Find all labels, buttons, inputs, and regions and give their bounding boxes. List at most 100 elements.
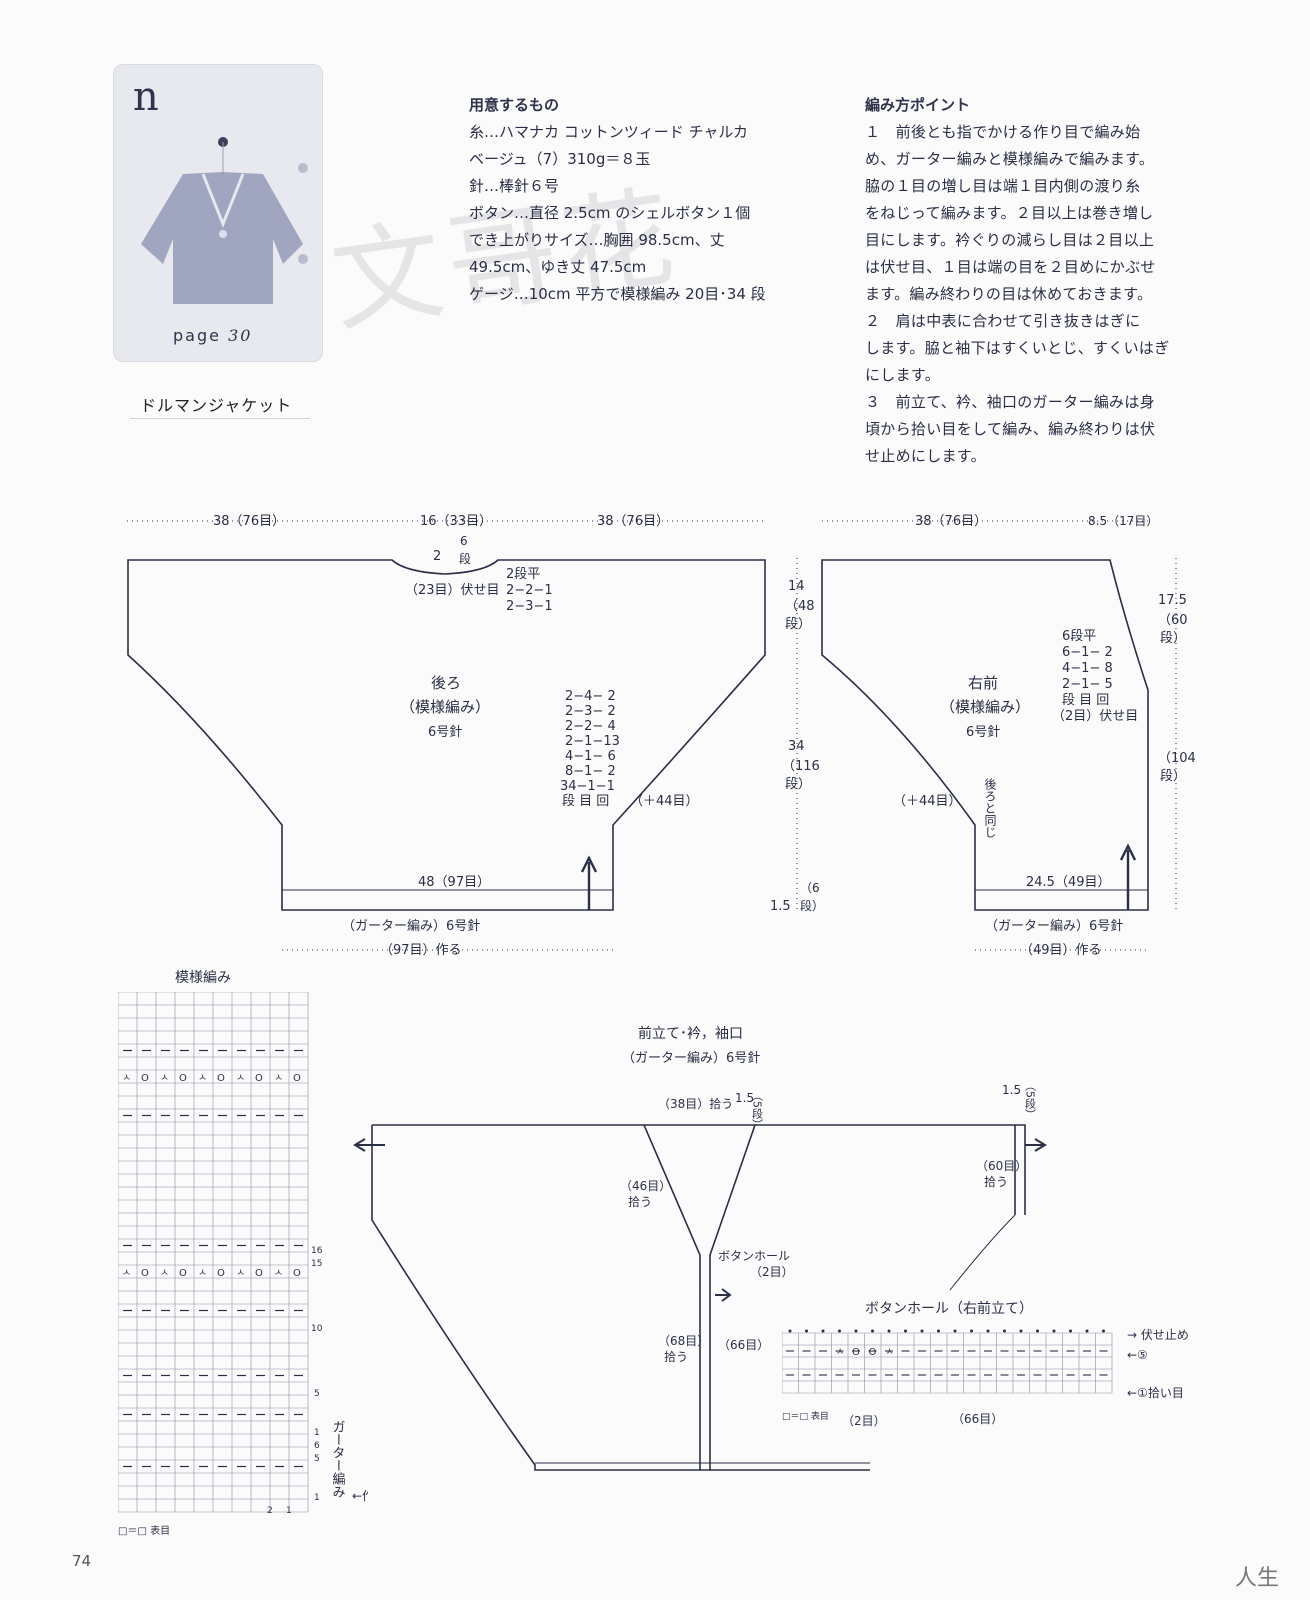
card-page-ref: page 30 xyxy=(173,326,252,345)
chart-lace-mark: ㅅ xyxy=(274,1073,283,1084)
chart-lace-mark: ㅅ xyxy=(236,1268,245,1279)
front-dim-right: 8.5（17目） xyxy=(1088,514,1158,528)
bh-bind-off-dot xyxy=(904,1329,907,1333)
sleeve-rows-b: （5段） xyxy=(1024,1080,1037,1120)
photo-caption: ドルマンジャケット xyxy=(140,396,293,415)
points-line: をねじって編みます。２目以上は巻き増し xyxy=(865,204,1154,222)
front-pick-a: （68目） xyxy=(658,1334,709,1348)
bh-hole-mark: ㅅ xyxy=(885,1347,894,1358)
buttonhole-grid xyxy=(782,1332,1113,1394)
chart-row-5: 5 xyxy=(314,1389,320,1399)
front-side-b: （60 xyxy=(1158,613,1188,628)
chart-row-g6: 6 xyxy=(314,1441,320,1451)
bh-hole-mark: O xyxy=(869,1347,877,1358)
bh-row5: ←⑤ xyxy=(1127,1348,1148,1362)
chart-grid xyxy=(118,992,309,1513)
bh-bind-off-dot xyxy=(788,1329,792,1333)
points-line: ます。編み終わりの目は休めておきます。 xyxy=(865,285,1153,303)
mid-mid-a: 34 xyxy=(788,739,805,754)
mid-bot-a: 1.5 xyxy=(770,899,791,914)
chart-lace-mark: ㅅ xyxy=(236,1073,245,1084)
bh-left: （2目） xyxy=(842,1414,886,1428)
chart-lace-mark: O xyxy=(217,1268,225,1279)
chart-lace-mark: O xyxy=(255,1073,263,1084)
chart-lace-mark: O xyxy=(217,1073,225,1084)
chart-row-10: 10 xyxy=(311,1324,323,1334)
chart-row-16: 16 xyxy=(311,1246,323,1256)
bh-bind-off-dot xyxy=(871,1329,874,1333)
points-line: せ止めにします。 xyxy=(865,447,986,465)
materials-line: ボタン…直径 2.5cm のシェルボタン１個 xyxy=(469,204,751,222)
card-letter: n xyxy=(133,74,159,120)
bh-bind-off: → 伏せ止め xyxy=(1127,1328,1189,1342)
chart-lace-mark: O xyxy=(141,1268,149,1279)
points-line: にします。 xyxy=(865,366,941,384)
mid-mid-c: 段） xyxy=(785,777,811,792)
bh-bind-off-dot xyxy=(1052,1329,1056,1333)
chart-lace-mark: ㅅ xyxy=(122,1268,131,1279)
chart-title: 模様編み xyxy=(175,970,231,986)
front-neck-dec-0: 6段平 xyxy=(1062,629,1096,644)
chart-cast-label: ←作り目 xyxy=(352,1489,368,1503)
bh-bind-off-dot xyxy=(838,1329,841,1333)
front-same-back: 後ろと同じ xyxy=(983,778,997,838)
chart-lace-mark: O xyxy=(141,1073,149,1084)
bh-bind-off-dot xyxy=(821,1329,825,1333)
bh-bind-off-dot xyxy=(970,1329,973,1333)
caption-underline xyxy=(130,418,310,419)
points-line: 脇の１目の増し目は端１目内側の渡り糸 xyxy=(865,177,1141,195)
sleeve-rows-a: 1.5 xyxy=(1002,1083,1021,1097)
bh-bind-off-dot xyxy=(953,1329,957,1333)
collar-rows-a: 1.5 xyxy=(735,1091,754,1105)
bh-right: （66目） xyxy=(952,1412,1003,1426)
chart-lace-mark: ㅅ xyxy=(198,1073,207,1084)
front-neck-dec-1: 6−1− 2 xyxy=(1062,645,1113,660)
points-line: め、ガーター編みと模様編みで編みます。 xyxy=(865,150,1155,168)
page-number: 74 xyxy=(72,1552,92,1570)
bh-hole-mark: ㅅ xyxy=(836,1347,845,1358)
points-line: 頃から拾い目をして編み、編み終わりは伏 xyxy=(865,420,1156,438)
mid-bot-c: 段） xyxy=(800,898,824,913)
bh-bind-off-dot xyxy=(1036,1329,1039,1333)
sleeve-pick-b: 拾う xyxy=(984,1174,1008,1189)
back-inc-0: 2−4− 2 xyxy=(565,689,616,704)
neck-rows-unit: 段 xyxy=(459,551,471,566)
front-neck-dec-4: 段 目 回 xyxy=(1062,693,1109,708)
assembly-subtitle: （ガーター編み）6号針 xyxy=(622,1050,760,1066)
buttonhole-count: （2目） xyxy=(750,1265,794,1279)
chart-col-2: 2 xyxy=(267,1506,273,1516)
points-line: ３ 前立て、衿、袖口のガーター編みは身 xyxy=(865,393,1155,411)
bh-bind-off-dot xyxy=(854,1329,858,1333)
chart-lace-mark: O xyxy=(255,1268,263,1279)
bh-bind-off-dot xyxy=(1019,1329,1023,1333)
points-line: します。脇と袖下はすくいとじ、すくいはぎ xyxy=(865,339,1170,357)
front-pattern: （模様編み） xyxy=(940,698,1030,716)
chart-lace-mark: O xyxy=(293,1268,301,1279)
materials-line: でき上がりサイズ…胸囲 98.5cm、丈 xyxy=(469,231,725,249)
points-line: １ 前後とも指でかける作り目で編み始 xyxy=(865,123,1141,141)
neck-pick-b: 拾う xyxy=(628,1194,652,1209)
chart-lace-mark: ㅅ xyxy=(160,1268,169,1279)
jacket-photo-icon xyxy=(141,137,308,304)
front-cast: （49目）作る xyxy=(1020,943,1102,958)
neck-rows: 2 xyxy=(433,549,441,564)
back-title: 後ろ xyxy=(431,674,461,692)
neck-rows-num: 6 xyxy=(460,534,468,548)
back-garter: （ガーター編み）6号針 xyxy=(342,918,480,934)
corner-watermark: 人生 xyxy=(1235,1566,1280,1591)
mid-top-b: （48 xyxy=(785,599,815,614)
assembly-title: 前立て･衿，袖口 xyxy=(638,1025,743,1042)
chart-lace-mark: O xyxy=(179,1073,187,1084)
collar-pick: （38目）拾う xyxy=(658,1096,733,1111)
front-side-c: 段） xyxy=(1160,631,1186,646)
back-bottom: 48（97目） xyxy=(418,875,490,890)
front-pick-b: 拾う xyxy=(664,1349,688,1364)
front-side2-a: （104 xyxy=(1158,751,1196,766)
chart-lace-mark: ㅅ xyxy=(122,1073,131,1084)
back-cast: （97目）作る xyxy=(380,943,462,958)
front-garter: （ガーター編み）6号針 xyxy=(985,918,1123,934)
